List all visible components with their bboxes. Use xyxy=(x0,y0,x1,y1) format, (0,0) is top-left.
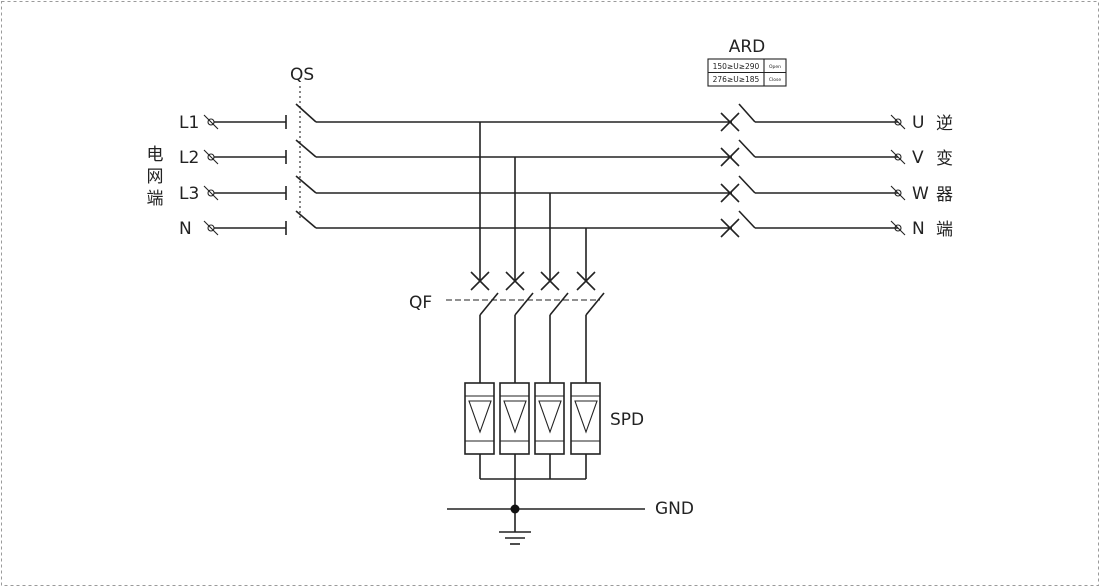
bus-lines xyxy=(316,121,732,229)
inverter-line-label-v: V xyxy=(912,148,924,168)
ground-connection xyxy=(447,454,645,532)
ard-table: 150≥U≥290 Open 276≥U≥185 Close xyxy=(707,58,787,87)
grid-terminal-l3 xyxy=(203,185,287,201)
ground-icon xyxy=(499,531,531,545)
grid-side-title-char-1: 电 xyxy=(147,145,164,165)
grid-terminal-l2 xyxy=(203,149,287,165)
grid-terminal-l1 xyxy=(203,114,287,130)
spd-module-2 xyxy=(499,382,530,455)
qf-label: QF xyxy=(409,293,432,313)
spd-module-1 xyxy=(464,382,495,455)
grid-line-label-l1: L1 xyxy=(179,113,199,133)
grid-line-label-l2: L2 xyxy=(179,148,199,168)
qf-breaker xyxy=(446,271,605,316)
inverter-line-label-n: N xyxy=(912,219,925,239)
inverter-terminals xyxy=(755,114,906,236)
qs-label: QS xyxy=(290,65,314,85)
grid-side-title-char-2: 网 xyxy=(147,167,164,187)
ard-row-2-state: Close xyxy=(769,77,781,83)
ard-row-1-range: 150≥U≥290 xyxy=(713,62,760,71)
grid-side-title-char-3: 端 xyxy=(147,189,164,209)
inverter-side-title-char-3: 器 xyxy=(936,185,953,205)
ard-row-2-range: 276≥U≥185 xyxy=(713,75,760,84)
grid-line-label-l3: L3 xyxy=(179,184,199,204)
inverter-line-label-w: W xyxy=(912,184,929,204)
ard-label: ARD xyxy=(729,37,766,57)
spd-module-3 xyxy=(534,382,565,455)
inverter-side-title-char-2: 变 xyxy=(936,149,953,169)
spd-feed-lines xyxy=(479,315,587,383)
gnd-label: GND xyxy=(655,499,694,519)
grid-line-label-n: N xyxy=(179,219,192,239)
inverter-side-title-char-4: 端 xyxy=(936,220,953,240)
grid-terminal-n xyxy=(203,220,287,236)
inverter-side-title-char-1: 逆 xyxy=(936,114,953,134)
tap-lines xyxy=(479,122,587,281)
qs-switch xyxy=(295,86,317,229)
ground-node xyxy=(510,504,520,514)
ard-contacts xyxy=(720,103,756,238)
ard-row-1-state: Open xyxy=(769,64,781,70)
inverter-line-label-u: U xyxy=(912,113,924,133)
spd-module-4 xyxy=(570,382,601,455)
spd-label: SPD xyxy=(610,410,644,430)
